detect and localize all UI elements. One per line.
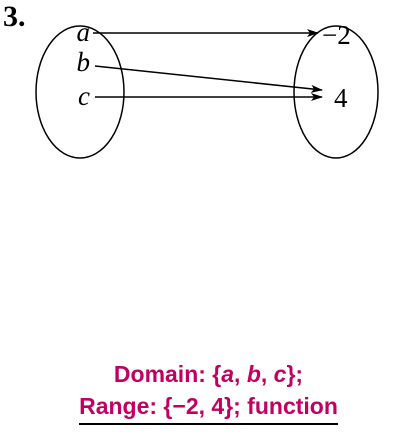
domain-element-a: a	[77, 17, 91, 47]
answer-sep-1: ,	[234, 361, 247, 387]
answer-domain-c: c	[273, 361, 287, 387]
problem-number: 3.	[3, 0, 26, 33]
answer-range-line: Range: {−2, 4}; function	[79, 390, 338, 425]
answer-domain-line: Domain: {a, b, c};	[0, 358, 417, 390]
mapping-diagram: a b c −2 4	[35, 17, 379, 159]
arrow-b-to-4	[94, 65, 323, 93]
answer-domain-label: Domain: {	[113, 361, 222, 387]
domain-element-c: c	[78, 81, 90, 111]
domain-element-b: b	[77, 47, 91, 77]
answer-block: Domain: {a, b, c}; Range: {−2, 4}; funct…	[0, 358, 417, 425]
answer-domain-a: a	[221, 361, 235, 387]
range-oval	[293, 25, 379, 159]
domain-oval	[35, 25, 125, 159]
range-element-neg2: −2	[322, 20, 351, 50]
answer-domain-close: };	[286, 361, 304, 387]
answer-domain-b: b	[246, 361, 261, 387]
range-element-4: 4	[334, 83, 348, 113]
answer-sep-2: ,	[260, 361, 274, 387]
